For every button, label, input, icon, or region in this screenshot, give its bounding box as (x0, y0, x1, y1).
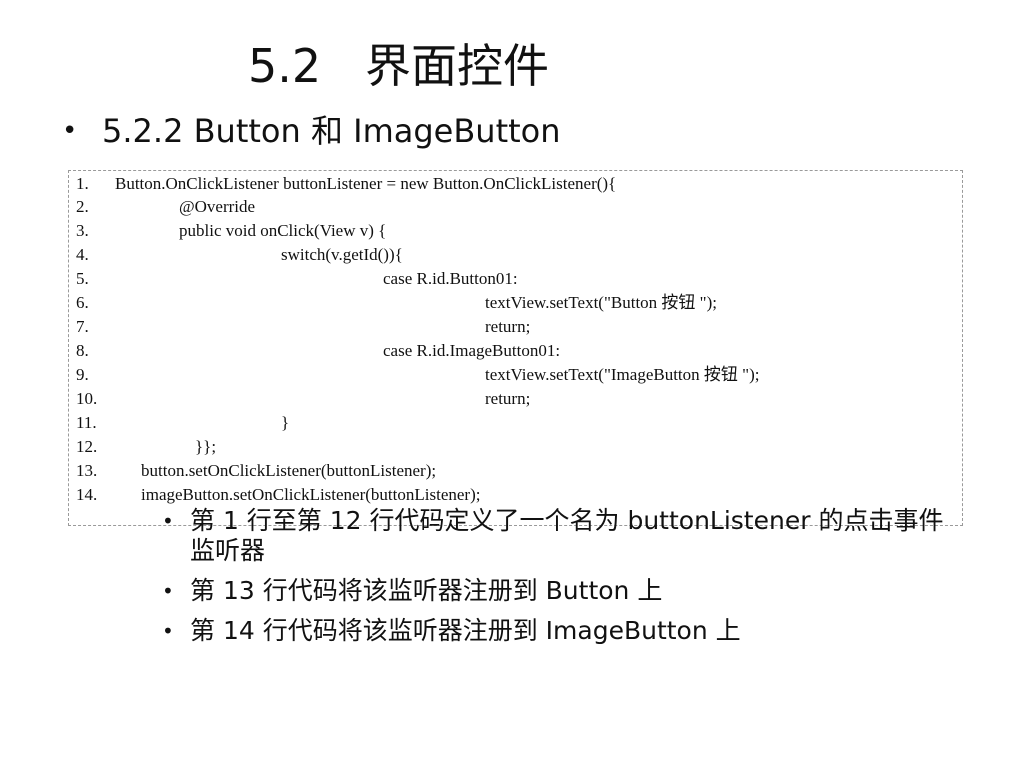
code-line-7: 7. return; (69, 315, 530, 339)
code-text: } (281, 413, 290, 432)
bullet-icon: • (62, 116, 78, 146)
slide-title: 5.2 界面控件 (248, 39, 550, 93)
code-text: case R.id.ImageButton01: (383, 341, 561, 360)
bullet-icon: • (162, 579, 174, 603)
code-text: imageButton.setOnClickListener(buttonLis… (141, 485, 481, 504)
code-text: @Override (179, 197, 256, 216)
list-item: • 第 14 行代码将该监听器注册到 ImageButton 上 (160, 616, 960, 646)
line-number: 12. (76, 437, 98, 456)
code-line-5: 5. case R.id.Button01: (69, 267, 518, 291)
notes-list: • 第 1 行至第 12 行代码定义了一个名为 buttonListener 的… (160, 506, 960, 656)
code-text: textView.setText("ImageButton 按钮 "); (485, 365, 760, 384)
line-number: 8. (76, 341, 89, 360)
code-line-13: 13. button.setOnClickListener(buttonList… (69, 459, 436, 483)
line-number: 13. (76, 461, 98, 480)
code-text: public void onClick(View v) { (179, 221, 387, 240)
line-number: 2. (76, 197, 89, 216)
list-item: • 第 13 行代码将该监听器注册到 Button 上 (160, 576, 960, 606)
code-line-11: 11. } (69, 411, 289, 435)
bullet-icon: • (162, 509, 174, 533)
line-number: 10. (76, 389, 98, 408)
code-line-2: 2. @Override (69, 195, 255, 219)
code-text: return; (485, 317, 531, 336)
line-number: 7. (76, 317, 89, 336)
list-item: • 第 1 行至第 12 行代码定义了一个名为 buttonListener 的… (160, 506, 960, 566)
line-number: 3. (76, 221, 89, 240)
line-number: 11. (76, 413, 97, 432)
code-text: textView.setText("Button 按钮 "); (485, 293, 717, 312)
line-number: 5. (76, 269, 89, 288)
line-number: 6. (76, 293, 89, 312)
code-line-9: 9. textView.setText("ImageButton 按钮 "); (69, 363, 759, 387)
line-number: 1. (76, 174, 89, 193)
code-line-1: 1. Button.OnClickListener buttonListener… (69, 172, 616, 196)
section-heading-text: 5.2.2 Button 和 ImageButton (102, 112, 561, 150)
bullet-icon: • (162, 619, 174, 643)
code-text: case R.id.Button01: (383, 269, 518, 288)
note-text: 第 14 行代码将该监听器注册到 ImageButton 上 (190, 616, 741, 645)
line-number: 4. (76, 245, 89, 264)
code-line-3: 3. public void onClick(View v) { (69, 219, 386, 243)
code-text: return; (485, 389, 531, 408)
line-number: 14. (76, 485, 98, 504)
code-line-6: 6. textView.setText("Button 按钮 "); (69, 291, 717, 315)
code-line-4: 4. switch(v.getId()){ (69, 243, 403, 267)
code-line-12: 12. }}; (69, 435, 216, 459)
code-text: Button.OnClickListener buttonListener = … (115, 174, 617, 193)
code-line-10: 10. return; (69, 387, 530, 411)
code-text: button.setOnClickListener(buttonListener… (141, 461, 437, 480)
code-listing: 1. Button.OnClickListener buttonListener… (68, 170, 963, 526)
line-number: 9. (76, 365, 89, 384)
note-text: 第 1 行至第 12 行代码定义了一个名为 buttonListener 的点击… (190, 506, 944, 565)
code-line-8: 8. case R.id.ImageButton01: (69, 339, 560, 363)
note-text: 第 13 行代码将该监听器注册到 Button 上 (190, 576, 663, 605)
code-line-14: 14. imageButton.setOnClickListener(butto… (69, 483, 480, 507)
section-heading: • 5.2.2 Button 和 ImageButton (62, 108, 561, 154)
code-text: switch(v.getId()){ (281, 245, 403, 264)
code-text: }}; (195, 437, 217, 456)
